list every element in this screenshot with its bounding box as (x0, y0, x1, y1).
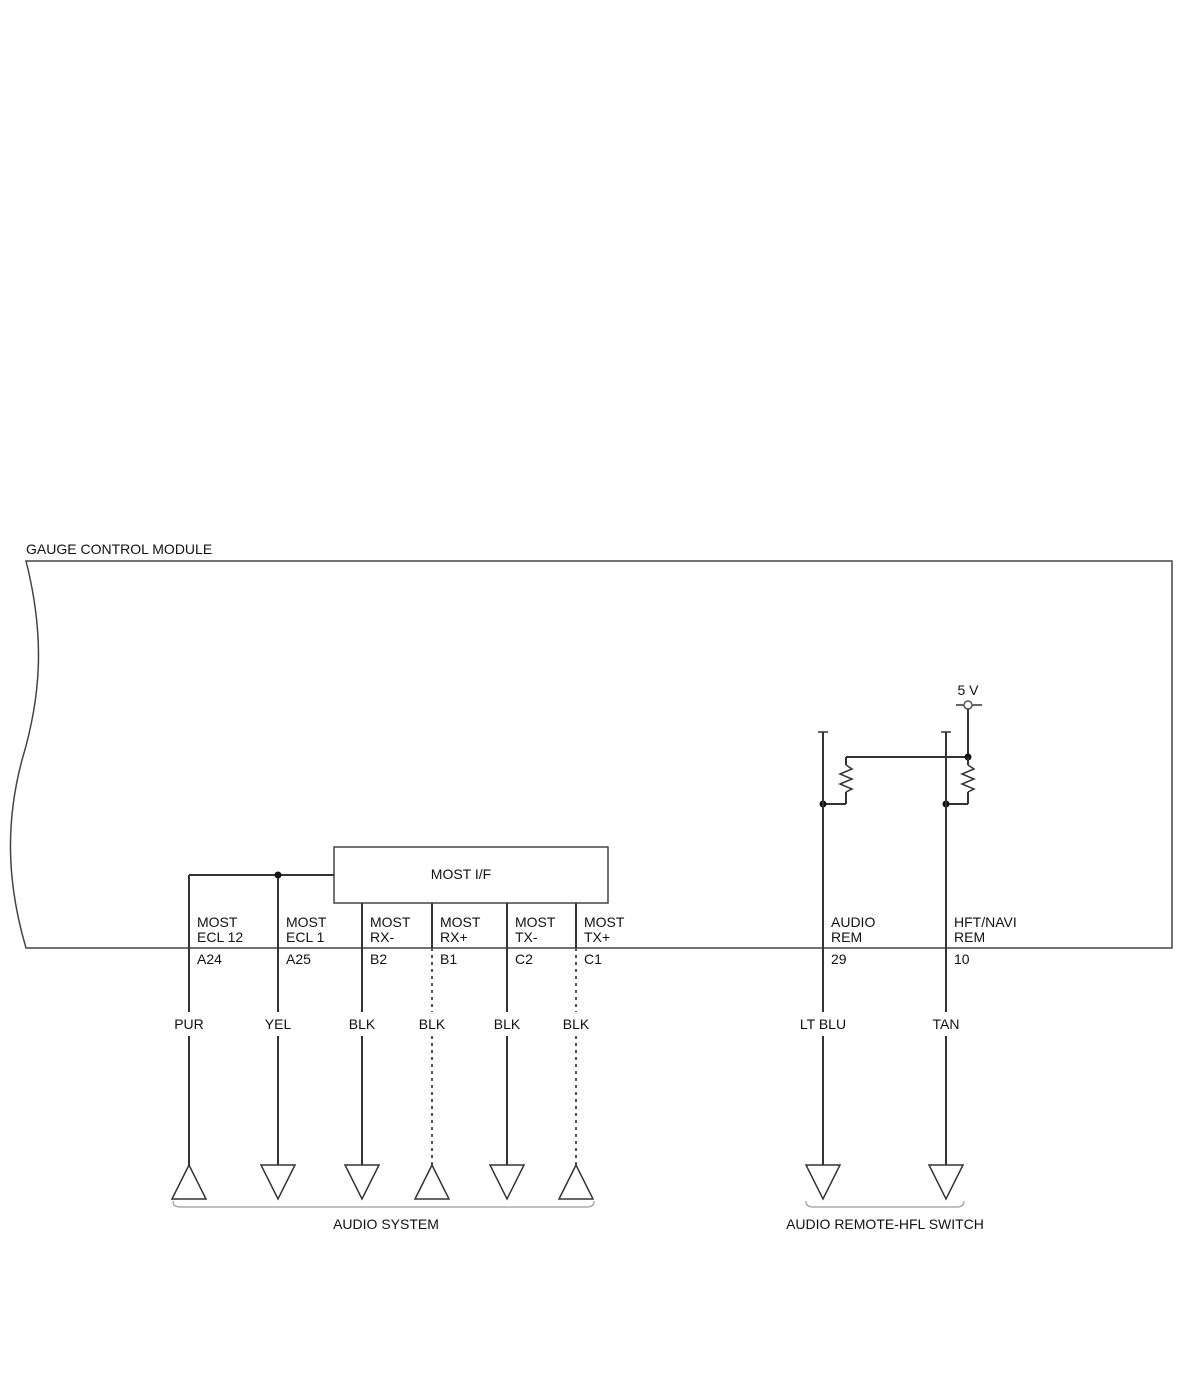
connector-down-29 (804, 1164, 842, 1201)
connector-down-10 (927, 1164, 965, 1201)
terminal-label-line2: ECL 1 (286, 929, 325, 945)
resistor-audio-rem (838, 764, 854, 793)
wire-color-10: TAN (933, 1016, 960, 1032)
connector-down-a25 (259, 1164, 297, 1201)
wire-color-a24: PUR (174, 1016, 204, 1032)
terminal-label-line1: MOST (584, 914, 625, 930)
connector-up-a24 (170, 1163, 208, 1200)
terminal-label-line2: TX+ (584, 929, 610, 945)
terminal-label-line2: TX- (515, 929, 538, 945)
pullup-circuit: 5 V (818, 682, 982, 948)
pin-number-a25: A25 (286, 951, 311, 967)
terminal-label-line1: MOST (440, 914, 481, 930)
pin-number-10: 10 (954, 951, 970, 967)
pin-number-29: 29 (831, 951, 847, 967)
audio-remote-brace (805, 1200, 965, 1208)
terminal-label-line1: MOST (197, 914, 238, 930)
most-interface-box (333, 846, 609, 904)
terminal-label-line2: RX- (370, 929, 394, 945)
wire-color-b1: BLK (419, 1016, 446, 1032)
terminal-label-line2: REM (831, 929, 862, 945)
connector-down-b2 (343, 1164, 381, 1201)
resistor-hft-navi-rem (960, 764, 976, 793)
ecl-internal-wiring (188, 871, 334, 948)
terminal-label-line1: MOST (286, 914, 327, 930)
most-interface-label: MOST I/F (431, 866, 491, 882)
connector-up-c1 (557, 1163, 595, 1200)
module-title: GAUGE CONTROL MODULE (26, 541, 212, 557)
terminal-label-line1: AUDIO (831, 914, 875, 930)
terminal-label-line1: HFT/NAVI (954, 914, 1017, 930)
module-frame (9, 560, 1173, 949)
terminal-label-line2: RX+ (440, 929, 468, 945)
pin-number-c1: C1 (584, 951, 602, 967)
terminal-label-line1: MOST (370, 914, 411, 930)
voltage-label: 5 V (957, 682, 979, 698)
most-internal-wiring (361, 903, 577, 948)
wire-color-c2: BLK (494, 1016, 521, 1032)
audio-system-label: AUDIO SYSTEM (333, 1216, 439, 1232)
pin-number-c2: C2 (515, 951, 533, 967)
voltage-source-terminal (963, 700, 973, 710)
pin-number-a24: A24 (197, 951, 222, 967)
wire-color-a25: YEL (265, 1016, 292, 1032)
audio-system-brace (172, 1200, 595, 1208)
terminal-label-line2: ECL 12 (197, 929, 243, 945)
wire-color-b2: BLK (349, 1016, 376, 1032)
pin-number-b2: B2 (370, 951, 387, 967)
terminal-label-line2: REM (954, 929, 985, 945)
pin-number-b1: B1 (440, 951, 457, 967)
connector-down-c2 (488, 1164, 526, 1201)
terminal-label-line1: MOST (515, 914, 556, 930)
audio-remote-label: AUDIO REMOTE-HFL SWITCH (786, 1216, 984, 1232)
wire-color-29: LT BLU (800, 1016, 846, 1032)
connector-up-b1 (413, 1163, 451, 1200)
wire-color-c1: BLK (563, 1016, 590, 1032)
